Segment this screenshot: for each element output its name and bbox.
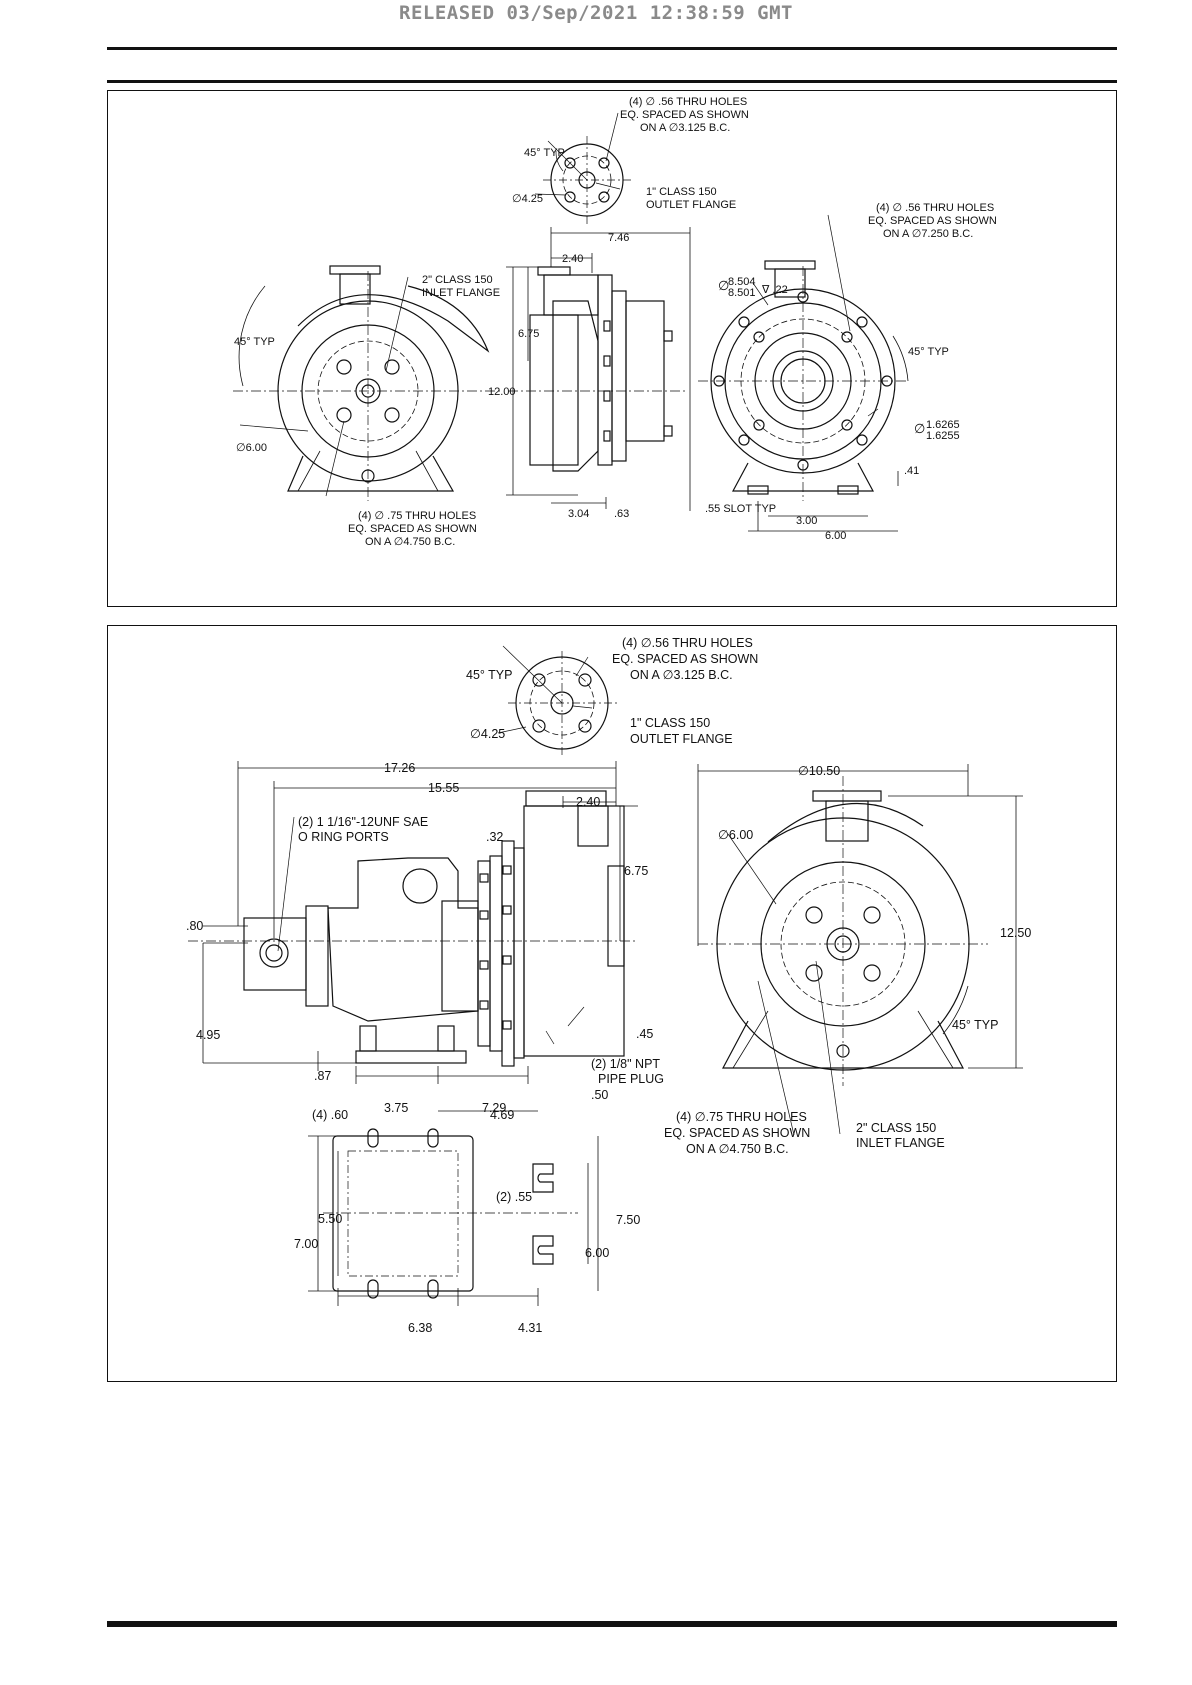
top-rear-dia-sym: ∅ [718,278,729,293]
top-outlet-holes-2: EQ. SPACED AS SHOWN [620,109,749,121]
bottom-side-view [188,790,638,1067]
top-leaders [239,112,879,497]
bottom-outlet-flange-1: 1" CLASS 150 [630,716,710,730]
top-front-holes-3: ON A ∅4.750 B.C. [365,536,455,548]
top-rear-dim-0-41: .41 [904,465,919,477]
top-front-view [233,265,503,501]
bottom-base-6-38: 6.38 [408,1321,432,1335]
top-rear-depth: ∇ .22 [761,284,788,296]
header-rule-bottom [107,80,1117,83]
top-outlet-dia: ∅4.25 [512,193,543,205]
bottom-dim-2-40: 2.40 [576,795,600,809]
bottom-front-dia: ∅6.00 [718,828,753,842]
bottom-inlet-flange-2: INLET FLANGE [856,1136,945,1150]
top-rear-holes-2: EQ. SPACED AS SHOWN [868,215,997,227]
bottom-base-7-00: 7.00 [294,1237,318,1251]
top-front-holes-2: EQ. SPACED AS SHOWN [348,523,477,535]
top-dim-6-75: 6.75 [518,328,539,340]
bottom-outlet-flange-view [502,645,618,756]
top-inlet-flange-2: INLET FLANGE [422,287,500,299]
bottom-plug-2: PIPE PLUG [598,1072,664,1086]
top-rear-slot: .55 SLOT TYP [705,503,776,515]
top-drawing-panel: (4) ∅ .56 THRU HOLES EQ. SPACED AS SHOWN… [107,90,1117,607]
bottom-front-holes-3: ON A ∅4.750 B.C. [686,1142,789,1156]
top-side-view [508,266,688,472]
bottom-inlet-flange-1: 2" CLASS 150 [856,1121,936,1135]
top-dim-3-04: 3.04 [568,508,589,520]
bottom-outlet-dia: ∅4.25 [470,727,505,741]
bottom-dim-0-50: .50 [591,1088,608,1102]
top-rear-holes-1: (4) ∅ .56 THRU HOLES [876,202,994,214]
bottom-dim-0-80: .80 [186,919,203,933]
bottom-base-view [323,1128,578,1299]
bottom-outlet-holes-3: ON A ∅3.125 B.C. [630,668,733,682]
bottom-dim-17-26: 17.26 [384,761,415,775]
top-rear-typ: 45° TYP [908,346,949,358]
top-front-holes-1: (4) ∅ .75 THRU HOLES [358,510,476,522]
top-outlet-flange-2: OUTLET FLANGE [646,199,736,211]
top-dim-2-40: 2.40 [562,253,583,265]
bottom-base-6-00: 6.00 [585,1246,609,1260]
bottom-front-width: ∅10.50 [798,764,840,778]
top-rear-shaft-b: 1.6255 [926,430,960,442]
top-front-typ: 45° TYP [234,336,275,348]
bottom-base-0-55: (2) .55 [496,1190,532,1204]
top-outlet-flange-view [543,136,631,224]
bottom-front-holes-1: (4) ∅.75 THRU HOLES [676,1110,807,1124]
bottom-outlet-holes-2: EQ. SPACED AS SHOWN [612,652,758,666]
bottom-outlet-holes-1: (4) ∅.56 THRU HOLES [622,636,753,650]
top-dim-12-00: 12.00 [488,386,516,398]
bottom-base-5-50: 5.50 [318,1212,342,1226]
top-outlet-holes-3: ON A ∅3.125 B.C. [640,122,730,134]
bottom-front-typ: 45° TYP [952,1018,998,1032]
top-rear-holes-3: ON A ∅7.250 B.C. [883,228,973,240]
top-rear-dim-6-00: 6.00 [825,530,846,542]
top-rear-dia-a: 8.504 [728,276,756,288]
top-front-dia: ∅6.00 [236,442,267,454]
header-rule-top [107,47,1117,50]
bottom-dim-0-32: .32 [486,830,503,844]
bottom-outlet-flange-2: OUTLET FLANGE [630,732,733,746]
bottom-dim-3-75: 3.75 [384,1101,408,1115]
bottom-base-0-60: (4) .60 [312,1108,348,1122]
bottom-ports-1: (2) 1 1/16"-12UNF SAE [298,815,428,829]
bottom-dim-0-45: .45 [636,1027,653,1041]
top-rear-shaft-sym: ∅ [914,421,925,436]
bottom-outlet-typ: 45° TYP [466,668,512,682]
bottom-base-7-50: 7.50 [616,1213,640,1227]
bottom-plug-1: (2) 1/8" NPT [591,1057,660,1071]
top-inlet-flange-1: 2" CLASS 150 [422,274,493,286]
bottom-front-height: 12.50 [1000,926,1031,940]
bottom-dim-4-95: 4.95 [196,1028,220,1042]
bottom-drawing-panel: (4) ∅.56 THRU HOLES EQ. SPACED AS SHOWN … [107,625,1117,1382]
top-dim-7-46: 7.46 [608,232,629,244]
top-rear-dia-b: 8.501 [728,287,756,299]
bottom-ports-2: O RING PORTS [298,830,389,844]
bottom-dim-15-55: 15.55 [428,781,459,795]
top-rear-dim-3-00: 3.00 [796,515,817,527]
top-rear-shaft-a: 1.6265 [926,419,960,431]
bottom-dim-7-29: 7.29 [482,1101,506,1115]
bottom-front-holes-2: EQ. SPACED AS SHOWN [664,1126,810,1140]
bottom-drawing: (4) ∅.56 THRU HOLES EQ. SPACED AS SHOWN … [186,636,1031,1335]
bottom-dim-0-87: .87 [314,1069,331,1083]
bottom-dim-6-75: 6.75 [624,864,648,878]
released-stamp: RELEASED 03/Sep/2021 12:38:59 GMT [399,2,793,24]
bottom-front-view [698,776,988,1086]
top-rear-view [698,260,909,501]
bottom-base-4-31: 4.31 [518,1321,542,1335]
top-drawing: (4) ∅ .56 THRU HOLES EQ. SPACED AS SHOWN… [233,96,997,548]
top-dim-0-63: .63 [614,508,629,520]
top-outlet-flange-1: 1" CLASS 150 [646,186,717,198]
top-outlet-holes-1: (4) ∅ .56 THRU HOLES [629,96,747,108]
bottom-base-4-69: 4.69 [490,1108,514,1122]
footer-rule [107,1621,1117,1627]
top-outlet-typ: 45° TYP [524,147,565,159]
